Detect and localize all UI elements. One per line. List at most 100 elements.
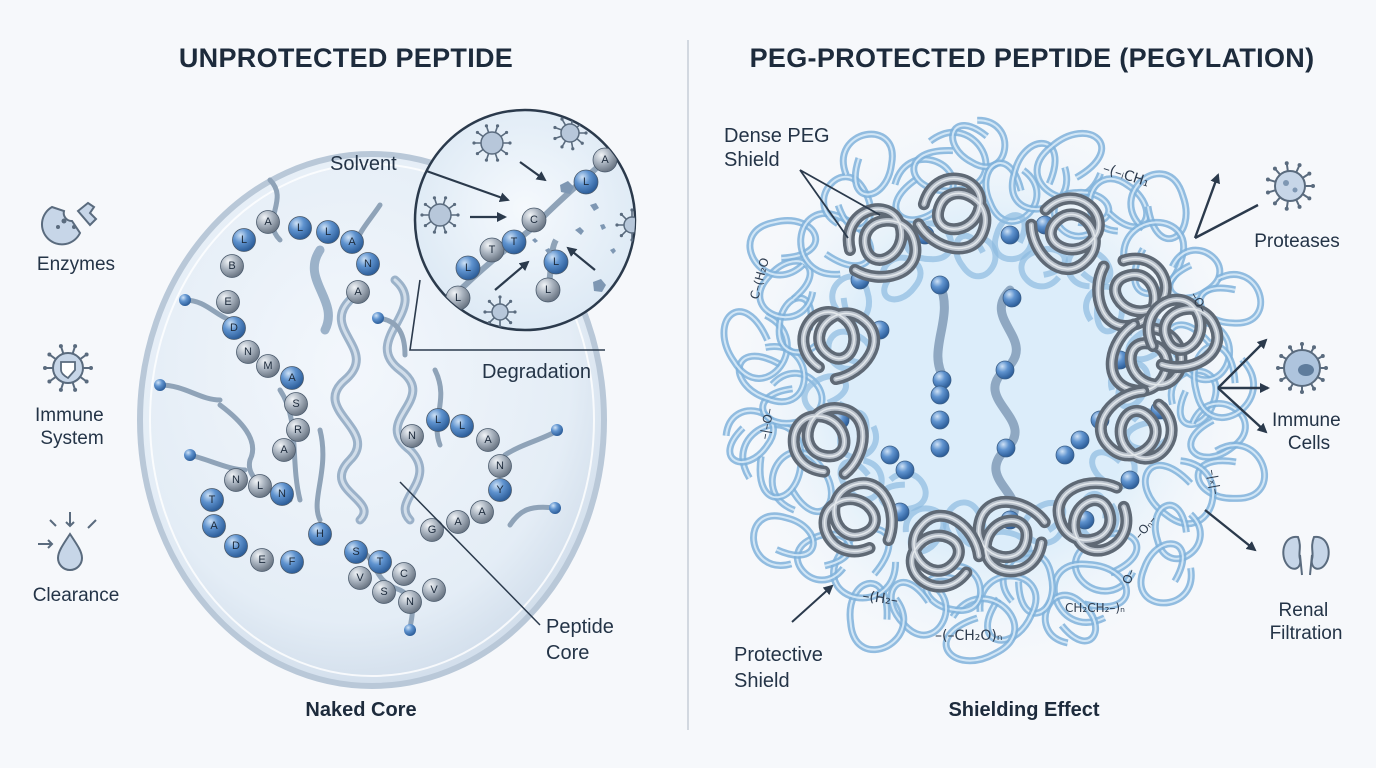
terminal-bead <box>372 312 384 324</box>
right-panel-caption: Shielding Effect <box>948 699 1099 721</box>
terminal-bead <box>549 502 561 514</box>
shielded-bead <box>930 410 950 430</box>
peptide-bead: L <box>316 220 340 244</box>
peptide-core-label: Peptide Core <box>546 616 619 664</box>
virus-icon <box>615 208 635 242</box>
peptide-bead: A <box>340 230 364 254</box>
peptide-bead: N <box>270 482 294 506</box>
peptide-bead: T <box>200 488 224 512</box>
bead-letter: A <box>210 520 218 532</box>
zoom-bead: L <box>535 277 561 303</box>
immune-virus-icon <box>43 344 93 392</box>
bead-letter: L <box>257 480 263 492</box>
peptide-bead: L <box>426 408 450 432</box>
left-panel-title: UNPROTECTED PEPTIDE <box>179 43 513 73</box>
bead-letter: T <box>209 494 216 506</box>
bead-letter: D <box>230 322 238 334</box>
svg-text:L: L <box>545 284 551 296</box>
shielded-bead <box>880 445 900 465</box>
shielded-bead <box>1000 225 1020 245</box>
virus-icon <box>553 115 588 151</box>
bead-letter: A <box>264 216 272 228</box>
kidneys-icon <box>1282 535 1330 576</box>
immune-label: Immune System <box>35 405 109 449</box>
peptide-bead: Y <box>488 478 512 502</box>
peptide-bead: S <box>344 540 368 564</box>
bead-letter: V <box>430 584 438 596</box>
peptide-bead: A <box>470 500 494 524</box>
svg-text:–(H₂–: –(H₂– <box>861 588 898 609</box>
right-panel-title: PEG-PROTECTED PEPTIDE (PEGYLATION) <box>750 43 1315 73</box>
virus-icon <box>472 124 512 162</box>
peptide-bead: S <box>284 392 308 416</box>
bead-letter: N <box>406 596 414 608</box>
bead-letter: C <box>400 568 408 580</box>
protease-virus-icon <box>1265 161 1315 211</box>
svg-text:–|–O–: –|–O– <box>757 407 776 440</box>
solvent-label: Solvent <box>330 153 397 175</box>
bead-letter: L <box>297 222 303 234</box>
peptide-bead: D <box>222 316 246 340</box>
shielded-bead <box>1055 445 1075 465</box>
bead-letter: E <box>224 296 231 308</box>
virus-icon <box>483 295 517 329</box>
shielded-bead <box>930 275 950 295</box>
clearance-label: Clearance <box>33 585 120 606</box>
bead-letter: A <box>484 434 492 446</box>
svg-text:T: T <box>489 244 496 256</box>
enzymes-label: Enzymes <box>37 254 115 275</box>
bead-letter: L <box>325 226 331 238</box>
peptide-bead: S <box>372 580 396 604</box>
peptide-bead: N <box>236 340 260 364</box>
zoom-bead: L <box>573 169 599 195</box>
threat-immune-system: Immune System <box>35 344 109 449</box>
peptide-core-leader <box>399 481 541 626</box>
peptide-bead: N <box>400 424 424 448</box>
proteases-label: Proteases <box>1254 231 1340 252</box>
threat-clearance: Clearance <box>33 512 120 606</box>
bead-letter: N <box>496 460 504 472</box>
peptide-bead: L <box>248 474 272 498</box>
zoom-bead: T <box>501 229 527 255</box>
svg-text:CH₂CH₂–)ₙ: CH₂CH₂–)ₙ <box>1065 601 1125 615</box>
svg-text:L: L <box>583 176 589 188</box>
virus-icon <box>420 196 460 234</box>
bead-letter: A <box>478 506 486 518</box>
bead-letter: L <box>459 420 465 432</box>
svg-text:A: A <box>601 154 609 166</box>
peptide-bead: A <box>446 510 470 534</box>
shielded-bead <box>996 438 1016 458</box>
terminal-bead <box>154 379 166 391</box>
peptide-bead: T <box>368 550 392 574</box>
shielded-bead <box>930 438 950 458</box>
bead-letter: D <box>232 540 240 552</box>
zoom-bead: A <box>592 147 618 173</box>
peptide-bead: H <box>308 522 332 546</box>
bead-letter: S <box>292 398 299 410</box>
renal-filtration-label: Renal Filtration <box>1270 600 1343 644</box>
peptide-bead: A <box>256 210 280 234</box>
shielded-peptide-core <box>933 280 1021 525</box>
svg-text:O–: O– <box>1120 567 1138 586</box>
peptide-bead: A <box>202 514 226 538</box>
bead-letter: Y <box>496 484 504 496</box>
terminal-bead <box>404 624 416 636</box>
peptide-bead: A <box>280 366 304 390</box>
bead-letter: A <box>454 516 462 528</box>
terminal-bead <box>184 449 196 461</box>
peptide-bead: A <box>346 280 370 304</box>
zoom-bead: L <box>455 255 481 281</box>
bead-letter: A <box>280 444 288 456</box>
degradation-label: Degradation <box>482 361 591 383</box>
peptide-bead: B <box>220 254 244 278</box>
bead-letter: S <box>352 546 359 558</box>
protective-shield-label: Protective Shield <box>734 644 829 692</box>
dense-peg-shield-label: Dense PEG Shield <box>724 125 835 171</box>
terminal-bead <box>551 424 563 436</box>
peptide-bead: D <box>224 534 248 558</box>
immune-cell-icon <box>1276 342 1328 394</box>
bead-letter: G <box>428 524 437 536</box>
